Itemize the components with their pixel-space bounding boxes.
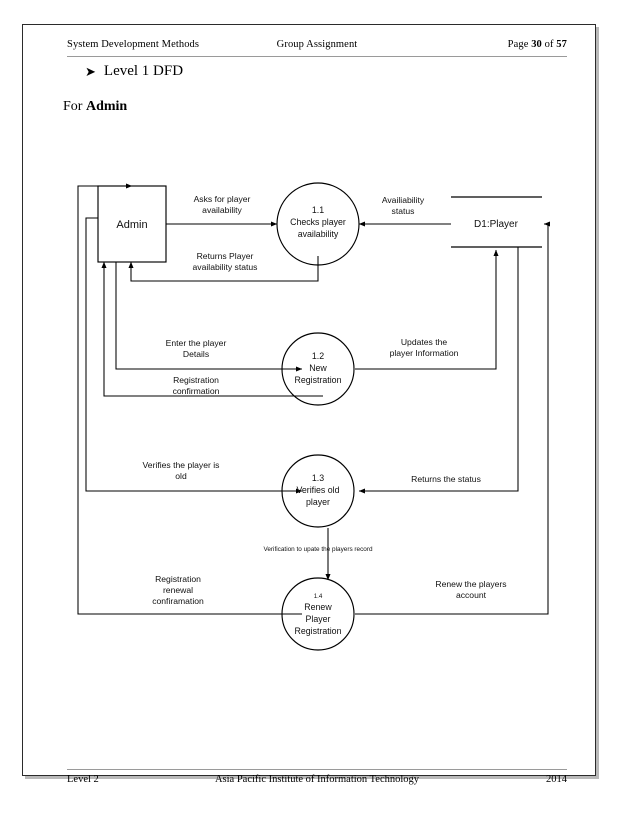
section-heading: For Admin	[63, 99, 127, 115]
flow-f11-label-line2: account	[456, 590, 487, 600]
process-p13-line2: player	[306, 497, 330, 507]
flow-f5-path	[101, 261, 323, 397]
process-p12-number: 1.2	[312, 351, 324, 361]
page-footer: Level 2 Asia Pacific Institute of Inform…	[67, 774, 567, 785]
dfd-diagram: Admin D1:Player 1.1 Checks player availa…	[23, 25, 597, 777]
flow-f5-label-line2: confirmation	[173, 386, 220, 396]
document-sheet: System Development Methods Group Assignm…	[22, 24, 597, 785]
process-p12[interactable]	[281, 332, 355, 406]
process-p11-line1: Checks player	[290, 217, 346, 227]
flow-f6-label-line1: Updates the	[401, 337, 448, 347]
header-page-prefix: Page	[507, 39, 532, 50]
flow-f2-label-line1: Returns Player	[197, 251, 254, 261]
process-p11-line2: availability	[298, 229, 339, 239]
process-p11-number: 1.1	[312, 205, 324, 215]
flow-f7-label-line2: old	[175, 471, 187, 481]
flow-f6-label-line2: player Information	[390, 348, 459, 358]
header-page-total: 57	[556, 39, 567, 50]
flow-f6-path	[355, 249, 499, 370]
flow-f2-path	[128, 256, 319, 282]
flow-f10-label-line3: confiramation	[152, 596, 204, 606]
page-header: System Development Methods Group Assignm…	[67, 39, 567, 50]
footer-divider	[67, 769, 567, 770]
flow-f3-label-line1: Availiability	[382, 195, 425, 205]
flow-f9-label-line1: Verification to upate the players record	[263, 546, 373, 553]
process-p14-line3: Registration	[295, 626, 342, 636]
process-p13[interactable]	[281, 454, 355, 528]
flow-f7-label-line1: Verifies the player is	[143, 460, 220, 470]
flow-f7-path	[85, 217, 303, 494]
footer-right: 2014	[546, 774, 567, 785]
external-entity-admin-label: Admin	[116, 219, 147, 231]
process-p12-line1: New	[309, 363, 327, 373]
arrow-bullet-icon: ➤	[85, 64, 96, 79]
external-entity-admin[interactable]	[97, 185, 167, 263]
flow-f11-label-line1: Renew the players	[435, 579, 506, 589]
bullet-line: ➤ Level 1 DFD	[85, 63, 545, 80]
section-prefix: For	[63, 99, 86, 114]
process-p14-line2: Player	[306, 614, 331, 624]
bullet-label: Level 1 DFD	[103, 63, 184, 79]
flow-f4-path	[115, 262, 303, 372]
flow-f1-label-line2: availability	[202, 205, 242, 215]
flow-f5-label-line1: Registration	[173, 375, 219, 385]
process-p14-number: 1.4	[314, 593, 323, 600]
flow-f11-path	[355, 221, 551, 615]
header-left: System Development Methods	[67, 39, 200, 50]
dfd-svg: Admin D1:Player 1.1 Checks player availa…	[77, 182, 551, 651]
flow-f3-label-line2: status	[392, 206, 415, 216]
footer-center: Asia Pacific Institute of Information Te…	[214, 774, 420, 785]
header-page-of: of	[541, 39, 557, 50]
flow-f2-label-line2: availability status	[193, 262, 258, 272]
header-divider	[67, 56, 567, 57]
flow-f10-label-line1: Registration	[155, 574, 201, 584]
process-p14[interactable]	[281, 577, 355, 651]
process-p14-line1: Renew	[304, 602, 332, 612]
flow-f4-label-line2: Details	[183, 349, 209, 359]
header-center: Group Assignment	[276, 39, 358, 50]
flow-f10-label-line2: renewal	[163, 585, 193, 595]
process-p11[interactable]	[276, 182, 360, 266]
footer-left: Level 2	[67, 774, 99, 785]
section-subject: Admin	[85, 99, 128, 114]
process-p13-line1: Verifies old	[296, 485, 339, 495]
process-p13-number: 1.3	[312, 473, 324, 483]
process-p12-line2: Registration	[295, 375, 342, 385]
header-right: Page 30 of 57	[508, 39, 567, 50]
data-store-d1-label: D1:Player	[474, 219, 519, 230]
flow-f8-path	[358, 247, 519, 494]
flow-f1-label-line1: Asks for player	[194, 194, 251, 204]
header-page-number: 30	[531, 39, 542, 50]
flow-f8-label-line1: Returns the status	[411, 474, 481, 484]
flow-f4-label-line1: Enter the player	[166, 338, 227, 348]
